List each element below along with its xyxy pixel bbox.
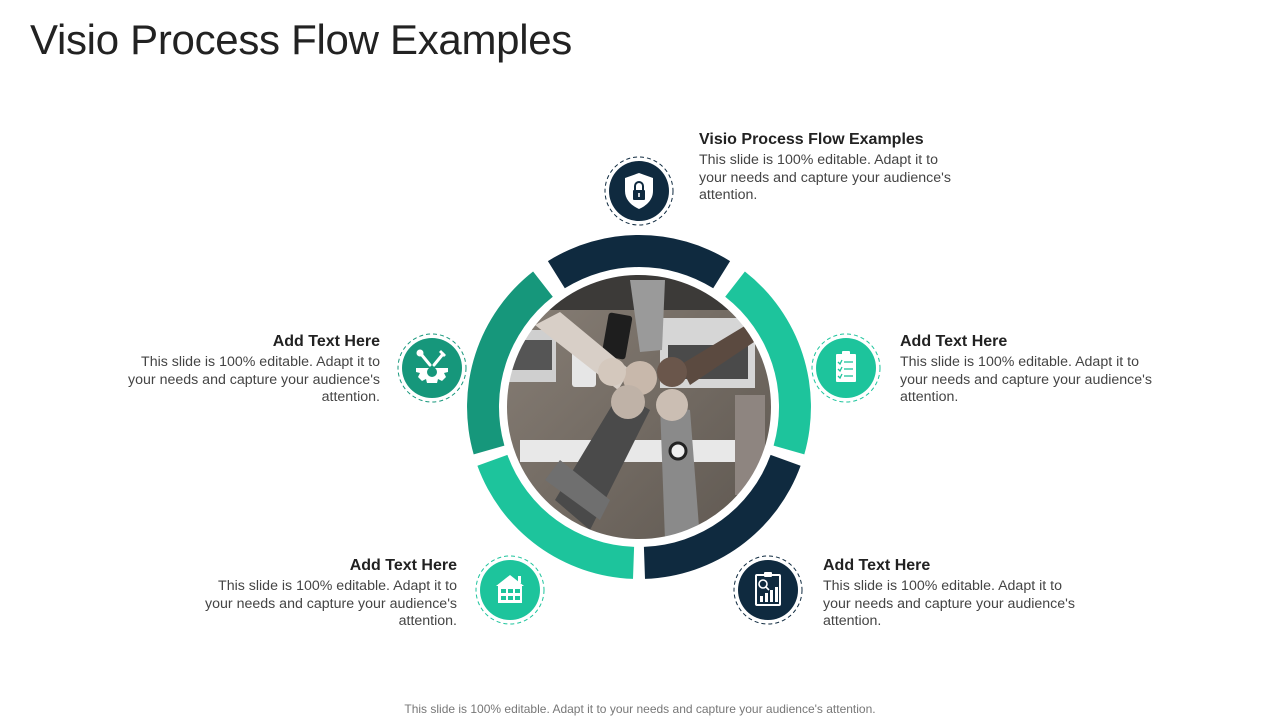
gear-tools-icon [397, 333, 467, 403]
report-chart-icon [733, 555, 803, 625]
ring-segment-top [547, 234, 731, 289]
item-bottom-left-heading: Add Text Here [349, 557, 457, 574]
item-bottom-left-body: This slide is 100% editable. Adapt it to… [205, 578, 457, 630]
shield-lock-icon [604, 156, 674, 226]
item-bottom-right-text: Add Text Here This slide is 100% editabl… [823, 557, 1083, 631]
item-left-heading: Add Text Here [272, 333, 380, 350]
item-top-heading: Visio Process Flow Examples [699, 131, 924, 148]
item-top-icon [603, 155, 675, 227]
ring-segment-bottom-left [477, 454, 635, 579]
ring-segment-bottom-right [643, 454, 801, 579]
item-bottom-left-icon [474, 554, 546, 626]
item-left-text: Add Text Here This slide is 100% editabl… [120, 333, 380, 407]
item-right-icon [810, 332, 882, 404]
item-right-text: Add Text Here This slide is 100% editabl… [900, 333, 1160, 407]
item-left-body: This slide is 100% editable. Adapt it to… [128, 354, 380, 406]
ring-segment-left [467, 271, 553, 455]
item-bottom-right-icon [732, 554, 804, 626]
slide-title: Visio Process Flow Examples [30, 16, 572, 63]
slide-footer: This slide is 100% editable. Adapt it to… [404, 702, 876, 716]
ring-segment-right [725, 271, 811, 455]
item-bottom-right-heading: Add Text Here [823, 557, 931, 574]
item-bottom-left-text: Add Text Here This slide is 100% editabl… [197, 557, 457, 631]
item-right-heading: Add Text Here [900, 333, 1008, 350]
item-left-icon [396, 332, 468, 404]
item-right-body: This slide is 100% editable. Adapt it to… [900, 354, 1152, 406]
item-top-text: Visio Process Flow Examples This slide i… [699, 131, 959, 205]
item-bottom-right-body: This slide is 100% editable. Adapt it to… [823, 578, 1075, 630]
item-top-body: This slide is 100% editable. Adapt it to… [699, 152, 951, 204]
building-icon [475, 555, 545, 625]
clipboard-checklist-icon [811, 333, 881, 403]
